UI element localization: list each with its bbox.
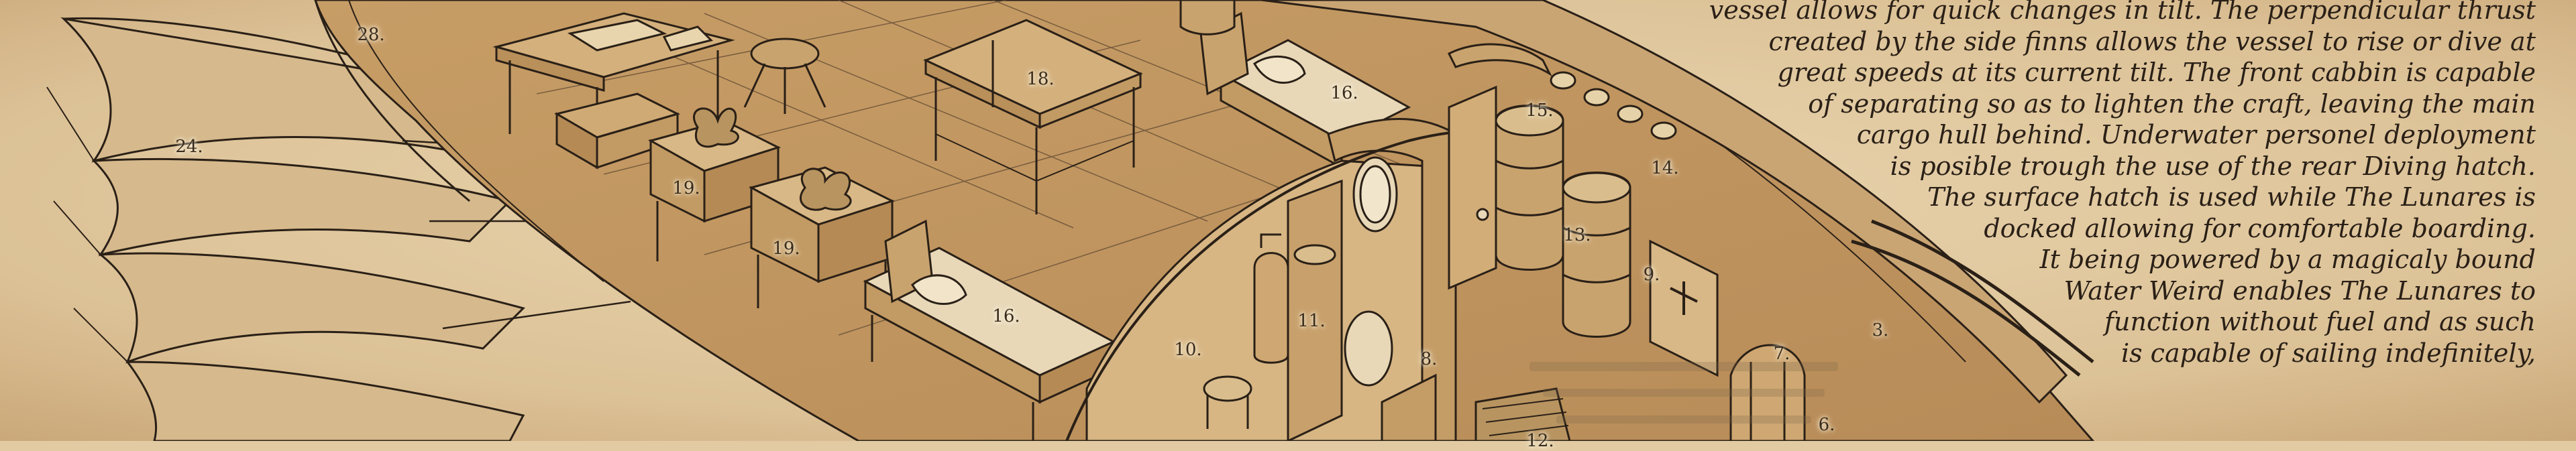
- label-16-lower: 16.: [992, 306, 1020, 326]
- label-16-upper: 16.: [1330, 83, 1358, 103]
- description-line: docked allowing for comfortable boarding…: [1984, 213, 2536, 243]
- description-line: Water Weird enables The Lunares to: [2063, 275, 2536, 306]
- description-line: created by the side finns allows the ves…: [1768, 26, 2536, 56]
- label-10: 10.: [1174, 340, 1202, 360]
- label-19-upper: 19.: [672, 178, 700, 198]
- bow-rail: [1851, 219, 2094, 377]
- description-line: is posible trough the use of the rear Di…: [1890, 151, 2536, 181]
- barrel-top: [1179, 0, 1236, 36]
- label-19-lower: 19.: [772, 239, 800, 259]
- table: [923, 19, 1143, 214]
- label-14: 14.: [1651, 158, 1679, 178]
- label-15: 15.: [1525, 101, 1554, 121]
- label-12: 12.: [1526, 431, 1554, 451]
- water-barrels: [1495, 105, 1631, 338]
- faint-background-text: [1529, 362, 1838, 424]
- label-11: 11.: [1297, 311, 1326, 331]
- description-line: vessel allows for quick changes in tilt.…: [1709, 0, 2536, 25]
- upper-hull-band: [1260, 0, 2068, 404]
- bunk-bed-upper: [1199, 11, 1411, 170]
- medical-cabinet: [1649, 239, 1719, 377]
- label-8: 8.: [1420, 349, 1438, 369]
- description-text: vessel allows for quick changes in tilt.…: [1690, 0, 2536, 369]
- description-line: It being powered by a magicaly bound: [2039, 245, 2536, 274]
- description-line: The surface hatch is used while The Luna…: [1927, 182, 2536, 212]
- label-13: 13.: [1563, 225, 1591, 245]
- airship-cutaway-illustration: [0, 0, 2576, 441]
- diving-hatch-area: [1381, 344, 1806, 441]
- label-28: 28.: [357, 25, 385, 45]
- workbench: [492, 12, 826, 161]
- description-line: is capable of sailing indefinitely,: [2121, 338, 2536, 368]
- label-9: 9.: [1643, 265, 1660, 285]
- label-18: 18.: [1026, 69, 1055, 89]
- label-6: 6.: [1818, 415, 1835, 435]
- label-7: 7.: [1773, 344, 1790, 364]
- hull-rivets: [1550, 71, 1677, 140]
- cabin-bulkhead: [1085, 118, 1457, 441]
- storage-crates: [554, 92, 681, 170]
- description-line: function without fuel and as such: [2104, 307, 2536, 336]
- cargo-door: [1448, 85, 1497, 290]
- label-24: 24.: [175, 137, 203, 157]
- description-line: great speeds at its current tilt. The fr…: [1777, 58, 2536, 87]
- label-3: 3.: [1872, 320, 1889, 340]
- description-line: of separating so as to lighten the craft…: [1808, 88, 2536, 119]
- surface-hatch-handle: [1447, 43, 1552, 77]
- description-line: cargo hull behind. Underwater personel d…: [1856, 120, 2536, 149]
